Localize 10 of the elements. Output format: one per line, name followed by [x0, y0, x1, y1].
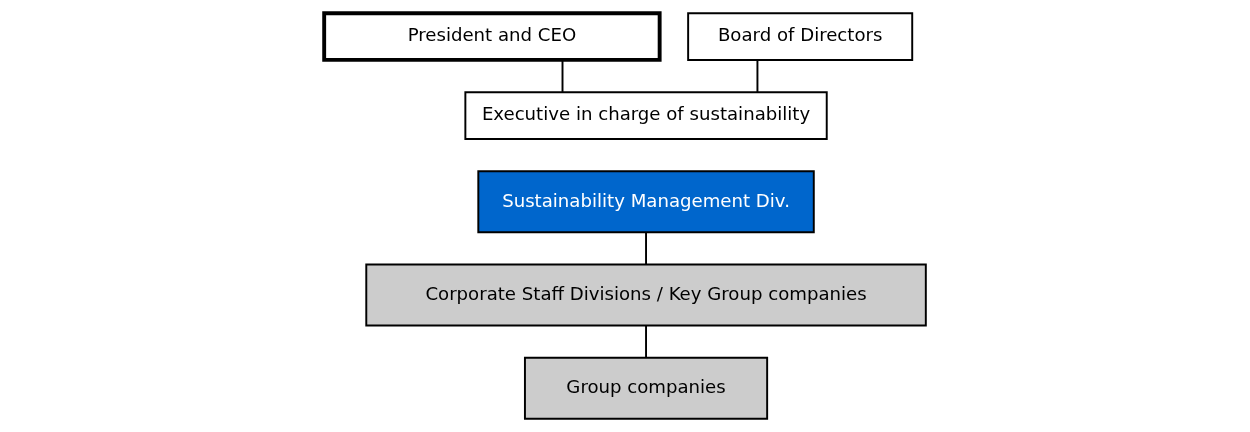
connector [645, 231, 647, 266]
node-box: Sustainability Management Div. [477, 170, 815, 234]
connector [645, 324, 647, 359]
node-box: Executive in charge of sustainability [464, 91, 828, 140]
node-box: President and CEO [322, 11, 662, 62]
connector [561, 59, 564, 93]
node-box: Board of Directors [687, 12, 914, 61]
node-box: Group companies [523, 356, 769, 420]
node-box: Corporate Staff Divisions / Key Group companies [365, 263, 927, 327]
connector [756, 59, 759, 93]
